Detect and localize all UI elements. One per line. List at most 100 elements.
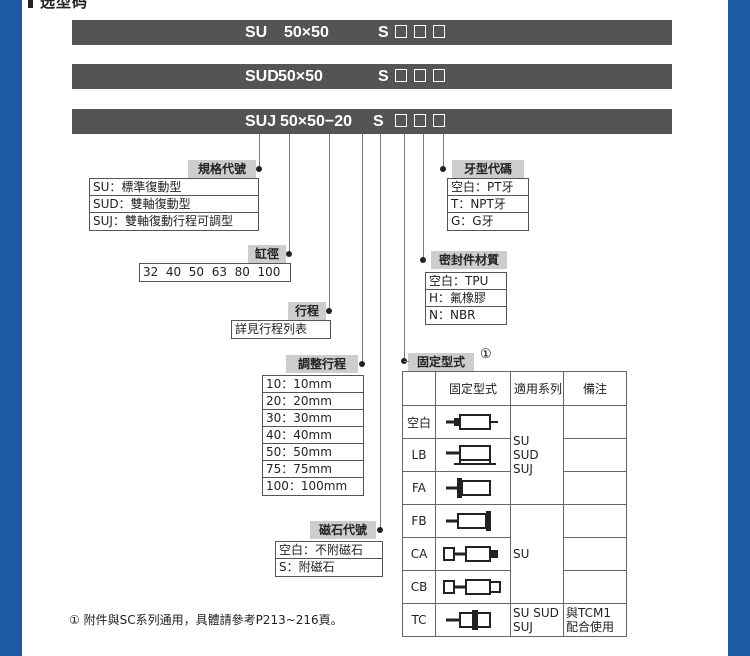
seal-item: 空白：TPU: [426, 273, 506, 290]
mount-code: FA: [402, 471, 436, 505]
code-size: 50×50−20: [280, 113, 353, 130]
connector-line: [423, 134, 424, 260]
mount-table: 固定型式 適用系列 備注 空白 SU SUD SUJ LB FA: [402, 371, 627, 637]
seal-box: 空白：TPU H：氟橡膠 N：NBR: [425, 272, 507, 325]
code-blank-box: [433, 114, 445, 127]
code-s: S: [373, 113, 384, 130]
bore-label: 缸徑: [248, 245, 286, 263]
connector-line: [329, 134, 330, 311]
code-blank-box: [395, 25, 407, 38]
seal-item: N：NBR: [429, 308, 476, 322]
adjust-box: 10：10mm 20：20mm 30：30mm 40：40mm 50：50mm …: [262, 375, 364, 496]
mount-remark: [563, 504, 627, 538]
mount-remark: [563, 471, 627, 505]
adjust-item: 50：50mm: [263, 444, 363, 461]
connector-dot: [377, 527, 383, 533]
spec-item: SUJ：雙軸復動行程可調型: [93, 214, 233, 228]
adjust-item: 30：30mm: [263, 410, 363, 427]
mount-code: CA: [402, 537, 436, 571]
stroke-label: 行程: [288, 302, 326, 320]
mount-code: 空白: [402, 405, 436, 439]
connector-line: [380, 134, 381, 530]
cylinder-foot-mount-icon: [446, 445, 496, 465]
adjust-item: 40：40mm: [263, 427, 363, 444]
mount-code: FB: [402, 504, 436, 538]
cylinder-trunnion-icon: [446, 610, 491, 630]
code-size: 50×50: [284, 24, 329, 41]
mount-code: TC: [402, 603, 436, 637]
spec-box: SU：標準復動型 SUD：雙軸復動型 SUJ：雙軸復動行程可調型: [89, 178, 259, 231]
code-blank-box: [395, 69, 407, 82]
connector-dot: [359, 361, 365, 367]
mount-remark: [563, 438, 627, 472]
connector-line: [289, 134, 290, 254]
connector-line: [443, 134, 444, 169]
thread-item: G：G牙: [451, 214, 494, 228]
adjust-item: 100：100mm: [266, 479, 348, 493]
bore-value: 32 40 50 63 80 100: [143, 265, 281, 279]
thread-box: 空白：PT牙 T：NPT牙 G：G牙: [447, 178, 529, 231]
cylinder-clevis-double-icon: [443, 579, 501, 595]
thread-label: 牙型代碼: [452, 160, 524, 178]
connector-dot: [440, 166, 446, 172]
title-marker: [28, 0, 33, 8]
connector-line: [362, 134, 363, 364]
bore-box: 32 40 50 63 80 100: [139, 263, 291, 282]
mount-drawing: [435, 405, 511, 439]
code-bar-su: SU 50×50 S: [72, 20, 672, 45]
section-title: 选型码: [40, 0, 89, 11]
adjust-item: 20：20mm: [263, 393, 363, 410]
magnet-item: S：附磁石: [279, 560, 335, 574]
connector-line: [404, 361, 409, 362]
code-s: S: [378, 24, 389, 41]
mount-label: 固定型式: [408, 353, 474, 371]
connector-line: [404, 134, 405, 361]
mount-remark: 與TCM1 配合使用: [563, 603, 627, 637]
code-blank-box: [414, 69, 426, 82]
mount-series-group: SU SUD SUJ: [510, 603, 564, 637]
code-size: 50×50: [278, 68, 323, 85]
seal-label: 密封件材質: [431, 251, 507, 269]
mount-drawing: [435, 570, 511, 604]
code-blank-box: [414, 114, 426, 127]
mount-drawing: [435, 603, 511, 637]
adjust-label: 調整行程: [286, 355, 358, 373]
code-blank-box: [433, 25, 445, 38]
order-code-page: 选型码 SU 50×50 S SUD 50×50 S SUJ 50×50−20 …: [22, 0, 728, 656]
mount-drawing: [435, 504, 511, 538]
code-bar-suj: SUJ 50×50−20 S: [72, 109, 672, 134]
mount-code: CB: [402, 570, 436, 604]
mount-header-remark: 備注: [563, 371, 627, 406]
cylinder-basic-icon: [446, 414, 498, 430]
mount-remark: [563, 570, 627, 604]
mount-header-type: 固定型式: [435, 371, 511, 406]
code-model: SUJ: [245, 113, 277, 130]
connector-dot: [326, 308, 332, 314]
adjust-item: 10：10mm: [263, 376, 363, 393]
spec-item: SU：標準復動型: [90, 179, 258, 196]
code-bar-sud: SUD 50×50 S: [72, 64, 672, 89]
mount-remark: [563, 405, 627, 439]
code-blank-box: [414, 25, 426, 38]
mount-series-group: SU SUD SUJ: [510, 405, 564, 505]
connector-dot: [420, 257, 426, 263]
spec-item: SUD：雙軸復動型: [90, 196, 258, 213]
magnet-box: 空白：不附磁石 S：附磁石: [275, 541, 383, 577]
mount-note-mark: ①: [480, 347, 492, 362]
connector-dot: [256, 166, 262, 172]
code-blank-box: [433, 69, 445, 82]
code-s: S: [378, 68, 389, 85]
cylinder-clevis-single-icon: [443, 546, 498, 562]
cylinder-rear-flange-icon: [446, 511, 491, 531]
mount-remark: [563, 537, 627, 571]
connector-dot: [286, 251, 292, 257]
thread-item: 空白：PT牙: [448, 179, 528, 196]
cylinder-front-flange-icon: [446, 478, 491, 498]
connector-line: [259, 134, 260, 169]
mount-drawing: [435, 471, 511, 505]
stroke-box: 詳見行程列表: [231, 320, 331, 339]
spec-label: 規格代號: [188, 160, 256, 178]
mount-header-blank: [402, 371, 436, 406]
thread-item: T：NPT牙: [448, 196, 528, 213]
mount-header-series: 適用系列: [510, 371, 564, 406]
